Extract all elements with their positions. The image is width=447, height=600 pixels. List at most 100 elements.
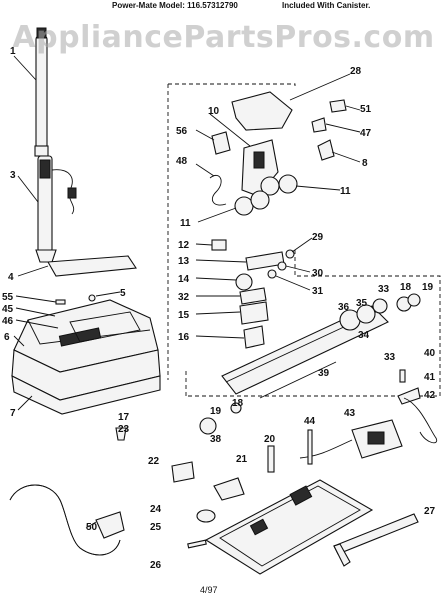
callout-30: 30 (312, 268, 324, 279)
part-23 (115, 427, 127, 441)
base-pan-26 (204, 479, 374, 575)
callout-15: 15 (178, 310, 190, 321)
callout-51: 51 (360, 104, 372, 115)
motor-43 (299, 419, 403, 459)
callout-1: 1 (10, 46, 16, 57)
part-24 (196, 509, 216, 523)
callout-5: 5 (120, 288, 126, 299)
screw-5 (88, 294, 96, 302)
canister-note: Included With Canister. (282, 1, 371, 10)
callout-24: 24 (150, 504, 162, 515)
rod-20 (267, 445, 275, 473)
socket-47 (311, 117, 327, 133)
callouts: 1 3 4 5 55 45 46 6 7 17 23 50 28 10 51 5… (2, 46, 436, 571)
callout-22: 22 (148, 456, 160, 467)
clip-41 (397, 387, 421, 405)
bearing-18 (230, 402, 242, 414)
model-text: Power-Mate Model: 116.57312790 (112, 1, 238, 10)
callout-20: 20 (264, 434, 276, 445)
callout-33b: 33 (384, 352, 396, 363)
callout-10: 10 (208, 106, 220, 117)
switch-56 (211, 131, 231, 155)
part-8 (317, 139, 335, 161)
callout-17: 17 (118, 412, 130, 423)
callout-12: 12 (178, 240, 190, 251)
upper-group-box (168, 83, 296, 86)
part-21 (213, 477, 245, 501)
wand-27 (333, 513, 419, 567)
block-15 (239, 301, 269, 325)
lens-55 (55, 299, 66, 305)
callout-11a: 11 (340, 186, 351, 197)
callout-3: 3 (10, 170, 16, 181)
callout-38: 38 (210, 434, 222, 445)
callout-48: 48 (176, 156, 188, 167)
callout-36: 36 (338, 302, 350, 313)
callout-46: 46 (2, 316, 14, 327)
callout-19a: 19 (422, 282, 434, 293)
callout-25: 25 (150, 522, 162, 533)
callout-19b: 19 (210, 406, 222, 417)
callout-55: 55 (2, 292, 14, 303)
callout-14: 14 (178, 274, 190, 285)
callout-56: 56 (176, 126, 188, 137)
end-cap-19 (199, 417, 217, 435)
callout-6: 6 (4, 332, 10, 343)
roller-group-box (186, 250, 441, 397)
callout-41: 41 (424, 372, 436, 383)
callout-50: 50 (86, 522, 98, 533)
handle-tube (34, 27, 49, 157)
callout-31: 31 (312, 286, 324, 297)
rod-44 (307, 429, 313, 465)
callout-42: 42 (424, 390, 436, 401)
callout-33a: 33 (378, 284, 390, 295)
footer-date: 4/97 (200, 585, 218, 595)
callout-39: 39 (318, 368, 330, 379)
header-bar: Power-Mate Model: 116.57312790 Included … (0, 0, 447, 14)
wheels-11 (234, 174, 298, 216)
watermark: AppliancePartsPros.com (12, 20, 435, 55)
callout-8: 8 (362, 158, 368, 169)
callout-40: 40 (424, 348, 436, 359)
washer-31 (267, 269, 277, 279)
callout-28: 28 (350, 66, 362, 77)
callout-29: 29 (312, 232, 324, 243)
part-12 (211, 239, 227, 251)
callout-23: 23 (118, 424, 130, 435)
callout-18a: 18 (400, 282, 412, 293)
cord-48 (209, 174, 227, 206)
callout-34: 34 (358, 330, 370, 341)
callout-44: 44 (304, 416, 316, 427)
washer-30 (277, 261, 287, 271)
screw-40 (399, 369, 406, 383)
belt-39 (259, 361, 337, 399)
hose (9, 484, 125, 556)
callout-16: 16 (178, 332, 190, 343)
gear-14 (235, 273, 253, 291)
callout-35: 35 (356, 298, 368, 309)
callout-21: 21 (236, 454, 248, 465)
latch-28 (231, 91, 293, 131)
callout-7: 7 (10, 408, 16, 419)
top-cover-bar (47, 255, 137, 277)
callout-18b: 18 (232, 398, 244, 409)
bracket-32 (239, 287, 267, 305)
belt-42 (403, 397, 438, 444)
callout-43: 43 (344, 408, 356, 419)
callout-11b: 11 (180, 218, 191, 229)
callout-13: 13 (178, 256, 190, 267)
screw-25 (187, 539, 207, 549)
leader-lines (13, 55, 361, 529)
callout-27: 27 (424, 506, 436, 517)
part-22 (171, 461, 195, 483)
bracket-16 (243, 325, 265, 349)
base-shell (11, 349, 161, 415)
callout-32: 32 (178, 292, 190, 303)
callout-4: 4 (8, 272, 14, 283)
lower-handle (35, 155, 77, 263)
callout-26: 26 (150, 560, 162, 571)
callout-45: 45 (2, 304, 14, 315)
bulb-51 (329, 99, 347, 113)
brush-roller (221, 293, 421, 395)
